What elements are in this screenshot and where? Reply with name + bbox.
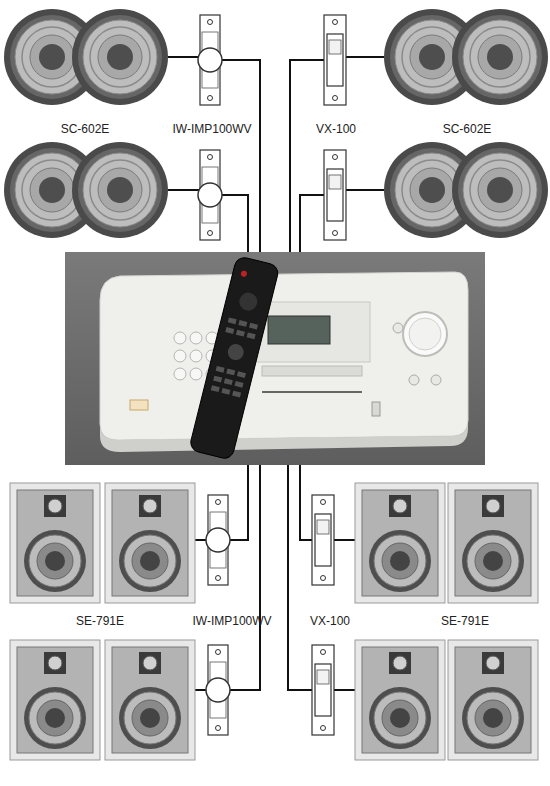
ceiling-speakers <box>4 9 548 238</box>
part-name: SE-791E <box>400 614 530 628</box>
wall-speakers <box>10 483 538 760</box>
part-name: VX-100 <box>265 614 395 628</box>
wires <box>168 57 384 690</box>
part-name: IW-IMP100WV <box>167 614 297 628</box>
receiver-photo <box>65 252 485 465</box>
part-name: IW-IMP100WV <box>147 122 277 136</box>
part-name: SE-791E <box>35 614 165 628</box>
part-name: SC-602E <box>402 122 532 136</box>
part-name: VX-100 <box>271 122 401 136</box>
part-name: SC-602E <box>20 122 150 136</box>
